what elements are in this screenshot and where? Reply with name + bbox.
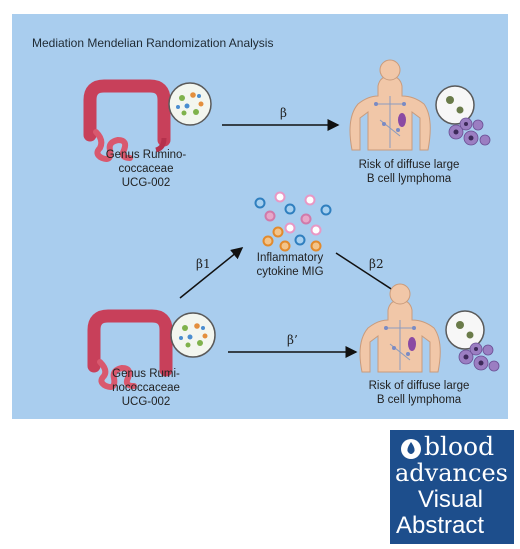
beta2-label: β2 — [369, 257, 384, 271]
beta-prime-label: β’ — [287, 333, 298, 347]
logo-word-advances: advances — [395, 459, 508, 487]
exposure-label-bottom: Genus Rumi- nococcaceae UCG-002 — [112, 368, 180, 408]
outcome-label-bottom: Risk of diffuse large B cell lymphoma — [368, 380, 470, 406]
intestine-illustration-top — [83, 79, 212, 162]
blood-drop-icon — [401, 439, 421, 459]
cytokine-cluster — [254, 191, 332, 252]
logo-word-abstract: Abstract — [396, 512, 485, 539]
journal-logo: blood advances Visual Abstract — [390, 430, 514, 544]
patient-illustration-bottom — [359, 283, 500, 373]
intestine-illustration-bottom — [87, 309, 216, 390]
exposure-label-top: Genus Rumino- coccaceae UCG-002 — [105, 149, 187, 189]
mediator-label: Inflammatory cytokine MIG — [256, 252, 324, 278]
arrow-beta1 — [179, 247, 244, 299]
logo-word-blood: blood — [424, 432, 495, 461]
beta1-label: β1 — [196, 257, 211, 271]
logo-word-visual: Visual — [418, 486, 483, 513]
beta-label: β — [280, 106, 287, 120]
diagram-title: Mediation Mendelian Randomization Analys… — [32, 36, 274, 50]
outcome-label-top: Risk of diffuse large B cell lymphoma — [358, 159, 460, 185]
patient-illustration-top — [349, 59, 491, 151]
